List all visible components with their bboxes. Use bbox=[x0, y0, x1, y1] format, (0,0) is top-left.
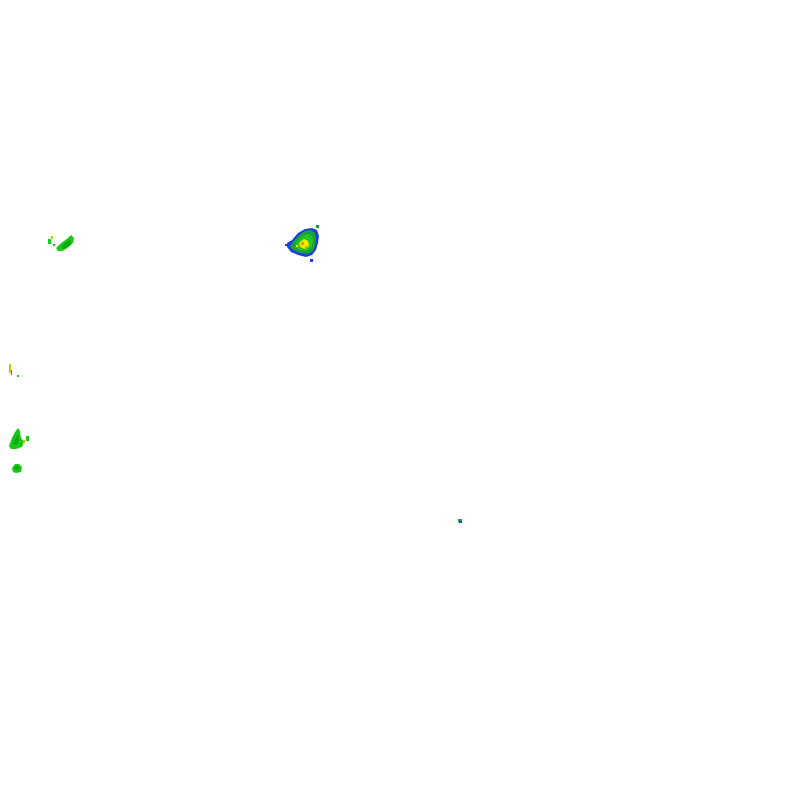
echo-cell bbox=[17, 375, 19, 377]
echo-cell bbox=[11, 370, 12, 375]
echo-cell bbox=[285, 244, 288, 246]
echo-cell bbox=[459, 521, 462, 523]
echo-cell bbox=[458, 519, 462, 522]
echo-cell bbox=[296, 245, 298, 247]
echo-cell bbox=[48, 239, 51, 244]
echo-cell bbox=[23, 440, 25, 443]
echo-cell bbox=[316, 225, 319, 228]
precip-echo-left-middle bbox=[9, 428, 29, 449]
echo-cell bbox=[305, 246, 307, 248]
echo-cell bbox=[62, 240, 71, 249]
echo-cell bbox=[301, 242, 304, 245]
echo-cell bbox=[53, 244, 55, 246]
precip-echo-speck bbox=[458, 519, 462, 523]
echo-cell bbox=[15, 466, 19, 470]
precip-echo-left-small bbox=[9, 364, 19, 377]
echo-cell bbox=[51, 236, 53, 239]
echo-cell bbox=[310, 259, 313, 262]
echo-cell bbox=[26, 436, 29, 441]
echo-cell bbox=[13, 434, 19, 445]
precip-echo-upper-left bbox=[48, 235, 74, 251]
echo-cell bbox=[9, 364, 11, 373]
precip-echo-main-storm bbox=[285, 225, 319, 262]
precip-echo-left-lower bbox=[12, 464, 22, 473]
